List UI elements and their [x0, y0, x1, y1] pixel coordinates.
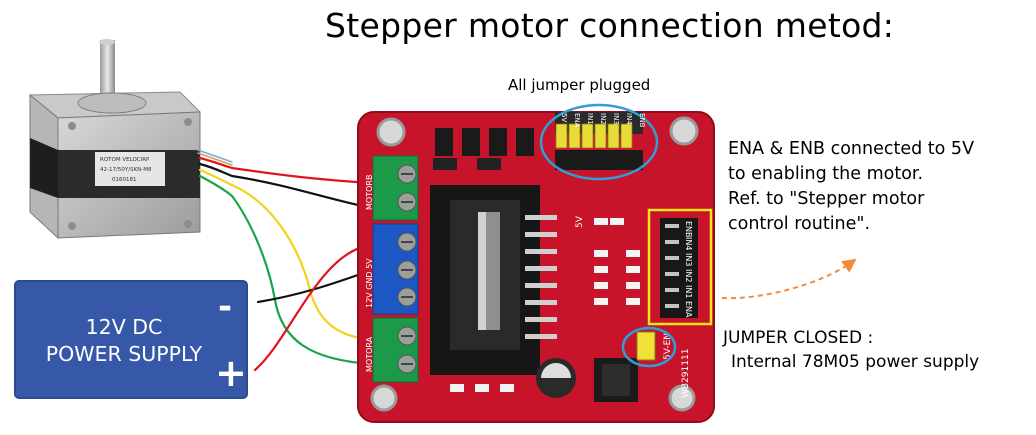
smd-components — [594, 218, 640, 305]
jumper-header — [555, 112, 643, 170]
motor-shaft — [100, 40, 115, 102]
terminal-motor-b: MOTORB — [365, 155, 419, 221]
motor-sticker-serial: 0160181 — [112, 177, 137, 183]
jumper-closed-line1: JUMPER CLOSED : — [723, 328, 874, 348]
motor-sticker — [95, 152, 165, 186]
psu-minus-sign: - — [218, 287, 233, 327]
label-motor-a: MOTORA — [365, 336, 374, 372]
driver-board: MOTORB 12V GND 5V MOTORA — [357, 111, 715, 423]
wire-black-motor — [198, 162, 374, 210]
power-supply-label: 12V DC POWER SUPPLY — [16, 314, 232, 368]
highlight-enable-box — [647, 208, 713, 326]
label-power-terminal: 12V GND 5V — [365, 258, 374, 308]
logic-pin-label: IN3 — [612, 113, 620, 125]
logic-pin-label: IN2 — [599, 113, 607, 125]
enable-pin-label: ENA — [684, 301, 693, 318]
wires — [197, 149, 374, 372]
enable-pin-label: IN1 — [684, 285, 693, 298]
psu-plus-sign: + — [215, 351, 247, 395]
wire-red-motor — [198, 156, 374, 185]
terminal-motor-a: MOTORA — [365, 317, 419, 383]
enable-pin-header — [660, 218, 698, 318]
mount-hole-tr — [669, 116, 699, 146]
enable-pin-label: IN2 — [684, 269, 693, 282]
label-model: WB291111 — [681, 349, 691, 398]
jumper-closed-note: JUMPER CLOSED : Internal 78M05 power sup… — [723, 326, 979, 374]
diagram-title: Stepper motor connection metod: — [325, 6, 895, 45]
5v-en-jumper — [636, 331, 656, 361]
motor-sticker-model: 42-17/50Y/SKN-M8 — [100, 167, 152, 173]
ena-note-line1: ENA & ENB connected to 5V — [728, 139, 975, 159]
label-5v: 5V — [575, 215, 585, 228]
highlight-jumpers-circle — [539, 103, 659, 181]
label-motor-b: MOTORB — [365, 175, 374, 210]
wire-red-psu — [253, 243, 374, 372]
mount-hole-br — [668, 384, 696, 412]
ena-note-line4: control routine". — [728, 214, 871, 234]
psu-label-line1: 12V DC — [85, 315, 163, 339]
driver-ic-heatsink — [430, 185, 557, 375]
ena-enb-note: ENA & ENB connected to 5V to enabling th… — [728, 137, 974, 237]
regulator-area: 5V-EN WB291111 — [450, 331, 691, 402]
motor-sticker-brand: ROTOM VELOCIRP — [100, 157, 150, 163]
mount-hole-tl — [376, 117, 406, 147]
ena-note-line2: to enabling the motor. — [728, 164, 924, 184]
logic-pin-label: ENA — [573, 113, 581, 128]
enable-pin-label: IN3 — [684, 253, 693, 266]
logic-pin-label: IN4 — [625, 113, 633, 125]
enable-pin-label: ENB — [684, 221, 693, 238]
logic-pin-label: IN1 — [586, 113, 594, 125]
pointer-arrow — [721, 258, 857, 300]
wire-yellow-motor — [198, 168, 374, 342]
highlight-5v-en-circle — [621, 326, 677, 368]
mount-hole-bl — [370, 384, 398, 412]
wire-green-motor — [198, 174, 374, 366]
enable-pin-label: IN4 — [684, 237, 693, 250]
logic-pin-label: 5V — [560, 113, 568, 122]
stepper-motor: ROTOM VELOCIRP 42-17/50Y/SKN-M8 0160181 — [28, 39, 202, 240]
top-components — [433, 128, 534, 170]
jumper-label: All jumper plugged — [508, 76, 651, 94]
power-supply-box: 12V DC POWER SUPPLY - + — [14, 280, 248, 399]
terminal-power: 12V GND 5V — [365, 223, 419, 315]
jumper-closed-line2: Internal 78M05 power supply — [731, 352, 980, 372]
ena-note-line3: Ref. to "Stepper motor — [728, 189, 925, 209]
psu-label-line2: POWER SUPPLY — [45, 342, 203, 366]
logic-pin-label: ENB — [638, 113, 646, 128]
label-5v-en: 5V-EN — [663, 333, 673, 360]
